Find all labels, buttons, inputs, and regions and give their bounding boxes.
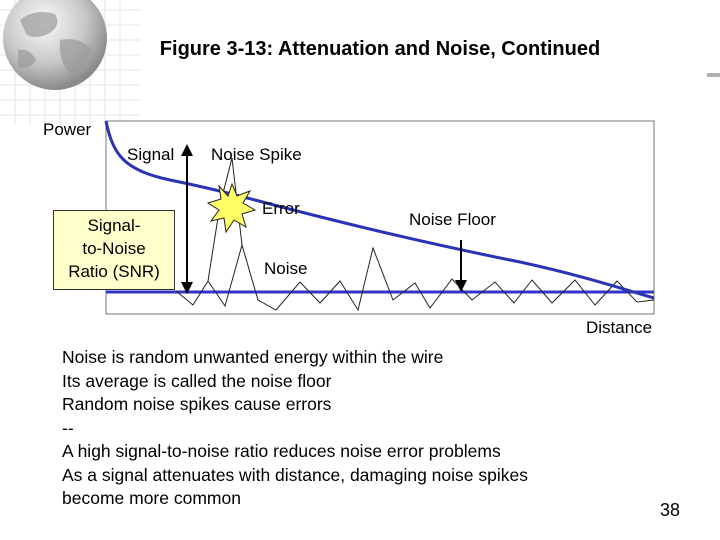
slide-title: Figure 3-13: Attenuation and Noise, Cont… [159,38,601,60]
snr-line-3: Ratio (SNR) [68,262,160,281]
bullet-text: Noise is random unwanted energy within t… [62,346,528,511]
text-line: Random noise spikes cause errors [62,394,332,414]
signal-label: Signal [127,145,175,164]
error-label: Error [262,199,300,218]
power-axis-label: Power [43,120,92,139]
noise-floor-label: Noise Floor [409,210,496,229]
decorative-rule [707,73,720,77]
noise-label: Noise [264,259,308,278]
snr-line-2: to-Noise [82,239,146,258]
snr-arrowhead-top [181,144,193,156]
snr-arrowhead-bottom [181,282,193,294]
plot-area [105,120,655,315]
text-line: Its average is called the noise floor [62,370,332,391]
noise-spike-label: Noise Spike [211,145,302,164]
distance-axis-label: Distance [586,318,653,337]
text-line: Noise is random unwanted energy within t… [62,347,444,367]
signal-curve [104,120,655,300]
page-number: 38 [660,500,681,520]
noise-floor-arrowhead [455,280,467,292]
snr-line-1: Signal- [87,216,141,235]
text-line: A high signal-to-noise ratio reduces noi… [62,441,501,461]
text-line: -- [62,417,74,438]
noise-waveform [175,243,655,312]
globe-logo-icon [0,0,140,125]
text-line: As a signal attenuates with distance, da… [62,464,528,485]
error-star-icon [206,182,257,234]
text-line: become more common [62,488,241,508]
attenuation-noise-diagram [104,120,655,315]
snr-label-box: Signal- to-Noise Ratio (SNR) [53,210,175,290]
